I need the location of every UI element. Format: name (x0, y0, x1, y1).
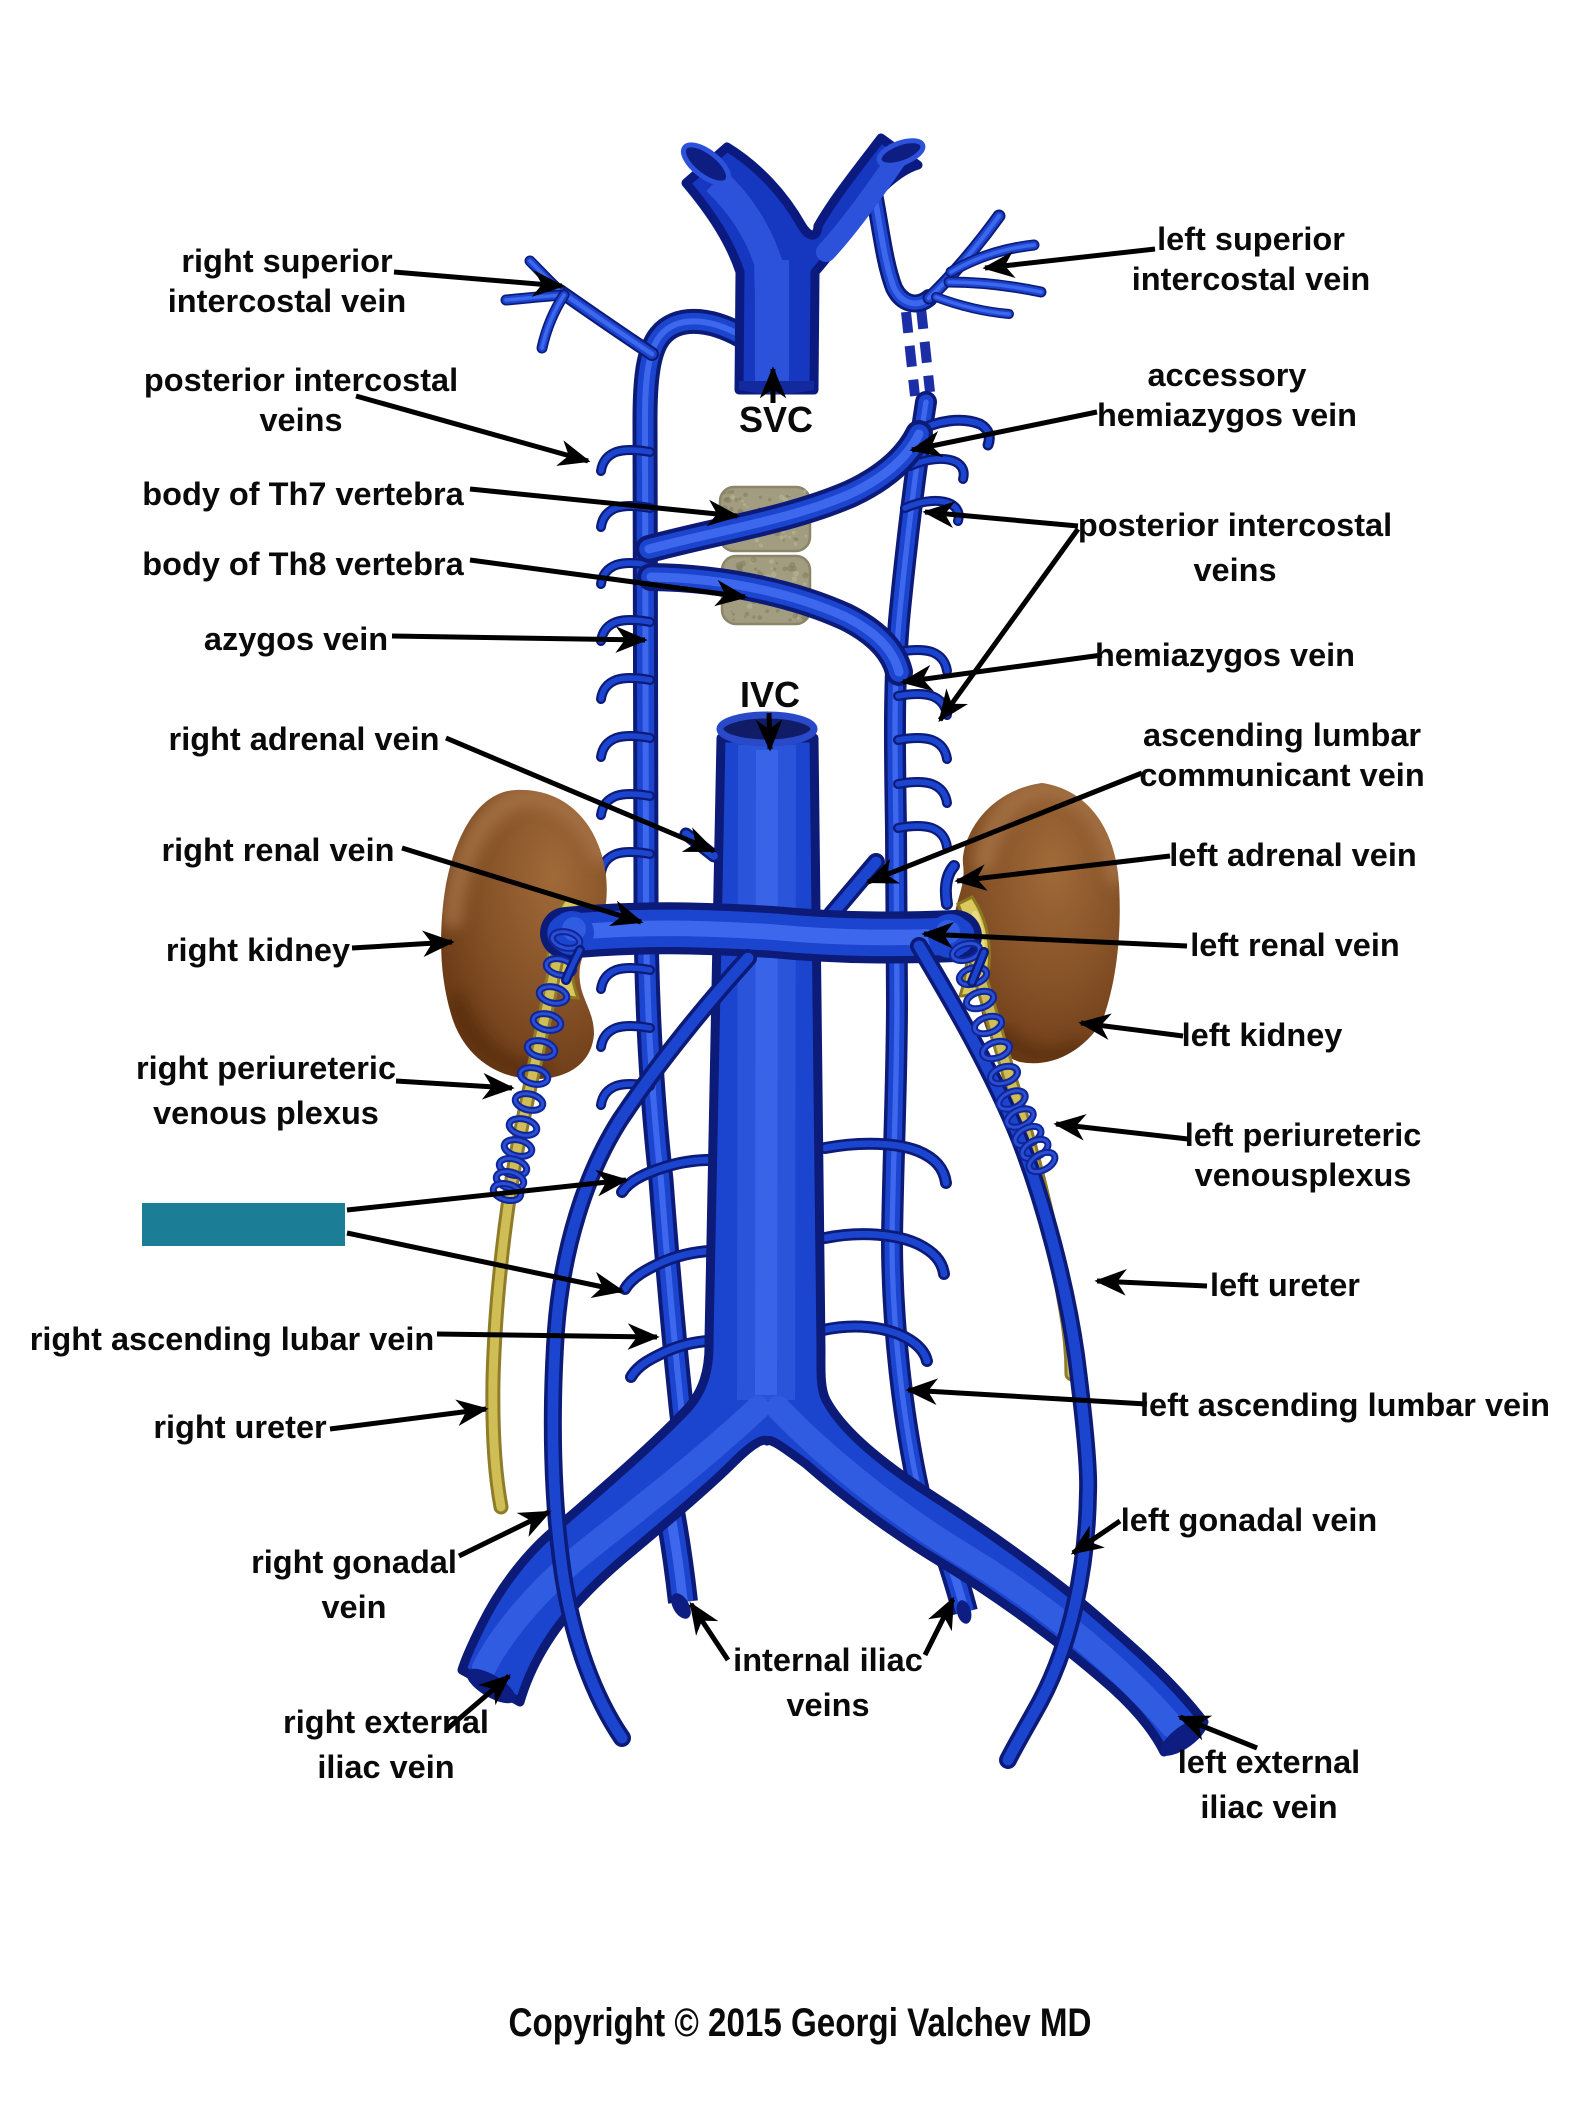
svg-text:body of Th8 vertebra: body of Th8 vertebra (142, 546, 464, 582)
svg-text:right gonadal: right gonadal (251, 1544, 457, 1580)
svg-text:accessory: accessory (1147, 357, 1306, 393)
svg-text:right ureter: right ureter (153, 1409, 327, 1445)
svg-text:veins: veins (259, 402, 342, 438)
svg-text:SVC: SVC (739, 399, 813, 440)
svg-text:Copyright © 2015 Georgi Valche: Copyright © 2015 Georgi Valchev MD (509, 2001, 1092, 2045)
svg-text:left renal vein: left renal vein (1190, 927, 1400, 963)
svg-text:veins: veins (786, 1687, 869, 1723)
svg-text:left kidney: left kidney (1182, 1017, 1343, 1053)
svg-text:right external: right external (283, 1704, 489, 1740)
svg-text:vein: vein (321, 1589, 386, 1625)
svg-text:iliac vein: iliac vein (1200, 1789, 1337, 1825)
svg-text:venous plexus: venous plexus (153, 1095, 379, 1131)
svg-text:intercostal vein: intercostal vein (168, 283, 406, 319)
svg-text:azygos vein: azygos vein (204, 621, 388, 657)
svg-text:right periureteric: right periureteric (136, 1050, 396, 1086)
svg-text:communicant vein: communicant vein (1139, 757, 1424, 793)
svg-text:IVC: IVC (740, 674, 800, 715)
svg-text:internal iliac: internal iliac (733, 1642, 923, 1678)
svg-text:iliac vein: iliac vein (317, 1749, 454, 1785)
svg-text:right kidney: right kidney (166, 932, 350, 968)
svg-text:right ascending lubar vein: right ascending lubar vein (30, 1321, 435, 1357)
svg-text:hemiazygos vein: hemiazygos vein (1097, 397, 1357, 433)
svg-text:hemiazygos vein: hemiazygos vein (1095, 637, 1355, 673)
svg-text:intercostal vein: intercostal vein (1132, 261, 1370, 297)
svg-text:left ureter: left ureter (1210, 1267, 1360, 1303)
svg-text:left ascending lumbar vein: left ascending lumbar vein (1140, 1387, 1550, 1423)
svg-text:left gonadal vein: left gonadal vein (1121, 1502, 1377, 1538)
svg-text:body of Th7 vertebra: body of Th7 vertebra (142, 476, 464, 512)
svg-text:right superior: right superior (181, 243, 393, 279)
svg-text:right adrenal vein: right adrenal vein (169, 721, 440, 757)
svg-text:right renal vein: right renal vein (162, 832, 395, 868)
svg-text:left periureteric: left periureteric (1185, 1117, 1422, 1153)
svg-text:posterior intercostal: posterior intercostal (1078, 507, 1392, 543)
svg-text:ascending lumbar: ascending lumbar (1143, 717, 1421, 753)
svg-text:left external: left external (1178, 1744, 1360, 1780)
svg-text:posterior intercostal: posterior intercostal (144, 362, 458, 398)
svg-text:venousplexus: venousplexus (1195, 1157, 1412, 1193)
svg-text:veins: veins (1193, 552, 1276, 588)
svg-text:left adrenal vein: left adrenal vein (1169, 837, 1416, 873)
svg-text:left superior: left superior (1157, 221, 1345, 257)
